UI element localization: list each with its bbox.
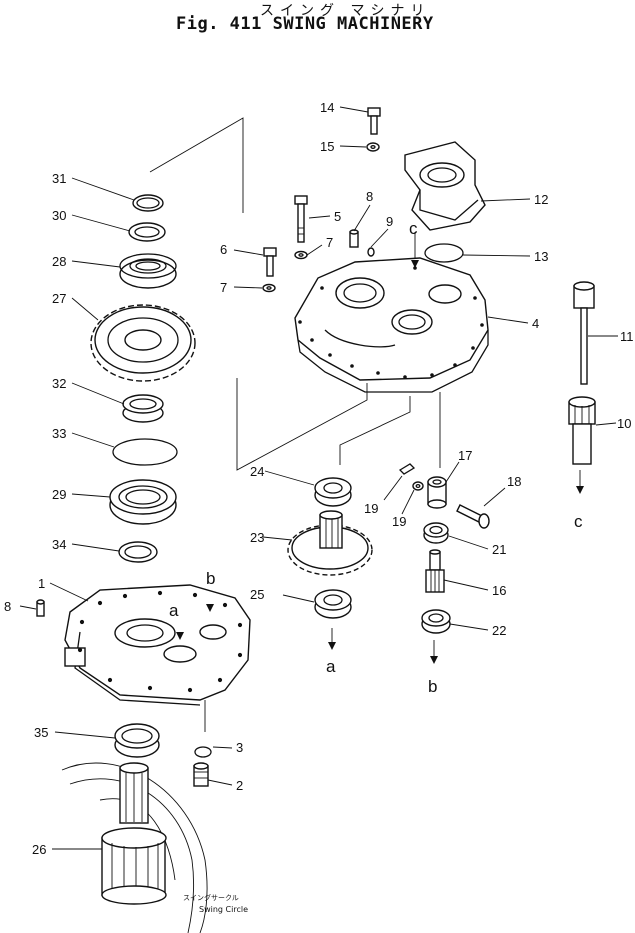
- part-24-bearing: [314, 477, 352, 507]
- label-6: 6: [220, 242, 227, 257]
- part-7-washer-left: [262, 283, 276, 293]
- part-14-bolt: [367, 107, 381, 135]
- part-3-o-ring: [194, 746, 212, 758]
- label-7-top: 7: [326, 235, 333, 250]
- part-8-dowel-left: [36, 599, 45, 617]
- part-12-cover: [404, 141, 486, 231]
- label-8-left: 8: [4, 599, 11, 614]
- label-31: 31: [52, 171, 66, 186]
- label-24: 24: [250, 464, 264, 479]
- label-16: 16: [492, 583, 506, 598]
- label-27: 26: [32, 842, 46, 857]
- part-4-upper-case: [294, 257, 489, 393]
- label-28: 28: [52, 254, 66, 269]
- label-1: 1: [38, 576, 45, 591]
- label-26: 27: [52, 291, 66, 306]
- label-17: 17: [458, 448, 472, 463]
- part-10-spline-shaft: [568, 396, 596, 465]
- label-3: 3: [236, 740, 243, 755]
- part-13-o-ring: [424, 243, 464, 263]
- letter-c-case: c: [409, 219, 418, 238]
- part-23-gear: [287, 510, 373, 576]
- label-23: 23: [250, 530, 264, 545]
- connection-letters: a a b b c c: [169, 219, 583, 696]
- label-29: 29: [52, 487, 66, 502]
- part-30-ring: [128, 222, 166, 242]
- part-9-pin: [367, 247, 375, 257]
- part-19-washer: [412, 481, 424, 491]
- label-7-left: 7: [220, 280, 227, 295]
- part-27-pinion-shaft: [101, 762, 167, 905]
- letter-a-arrow: a: [326, 657, 336, 676]
- part-6-bolt: [263, 247, 277, 277]
- letter-a-case: a: [169, 601, 179, 620]
- label-4: 4: [532, 316, 539, 331]
- label-15: 15: [320, 139, 334, 154]
- part-2-plug: [193, 762, 209, 787]
- letter-b-arrow: b: [428, 677, 437, 696]
- label-20: 19: [364, 501, 378, 516]
- label-2: 2: [236, 778, 243, 793]
- part-15-washer: [366, 142, 380, 152]
- swing-circle-ring: [61, 762, 208, 933]
- part-26-gear: [90, 304, 196, 382]
- label-11: 11: [620, 329, 634, 344]
- label-5: 5: [334, 209, 341, 224]
- label-18: 18: [507, 474, 521, 489]
- swing-circle-label-japanese: スイングサークル: [183, 894, 239, 902]
- part-number-labels: 31 30 28 27 32 33 29 34 1 8 35 26 3 2 14…: [4, 100, 634, 857]
- part-18-pin: [456, 504, 490, 529]
- part-22-bearing: [421, 609, 451, 634]
- label-34: 34: [52, 537, 66, 552]
- label-12: 12: [534, 192, 548, 207]
- label-14: 14: [320, 100, 334, 115]
- connection-arrows: [176, 260, 584, 664]
- part-16-small-pinion: [425, 549, 445, 593]
- part-33-snap-ring: [112, 438, 178, 466]
- part-35-bearing-race: [114, 723, 160, 758]
- label-22: 22: [492, 623, 506, 638]
- part-20-cotter-pin: [398, 463, 416, 475]
- part-25-bearing: [314, 589, 352, 619]
- part-32-spacer: [122, 394, 164, 423]
- part-17-bushing: [427, 476, 447, 509]
- letter-c-arrow: c: [574, 512, 583, 531]
- part-34-ring: [118, 541, 158, 563]
- label-21: 21: [492, 542, 506, 557]
- part-31-snap-ring: [132, 194, 164, 212]
- label-32: 32: [52, 376, 66, 391]
- part-7-washer-top: [294, 250, 308, 260]
- part-29-bearing: [109, 479, 177, 525]
- leader-lines: [19, 106, 618, 850]
- swing-circle-label-english: Swing Circle: [199, 905, 248, 914]
- part-5-bolt: [294, 195, 308, 243]
- label-13: 13: [534, 249, 548, 264]
- part-21-bearing: [423, 522, 449, 544]
- label-25: 25: [250, 587, 264, 602]
- label-35: 35: [34, 725, 48, 740]
- label-19: 19: [392, 514, 406, 529]
- title-english: Fig. 411 SWING MACHINERY: [176, 14, 434, 34]
- label-30: 30: [52, 208, 66, 223]
- part-11-long-shaft: [573, 281, 595, 385]
- label-33: 33: [52, 426, 66, 441]
- part-8-dowel-top: [349, 229, 359, 248]
- title-japanese: スイング マシナリ: [260, 3, 431, 19]
- label-10: 10: [617, 416, 631, 431]
- label-8-top: 8: [366, 189, 373, 204]
- label-9: 9: [386, 214, 393, 229]
- part-28-bearing: [119, 253, 177, 289]
- letter-b-case: b: [206, 569, 215, 588]
- part-1-lower-case: [64, 584, 251, 706]
